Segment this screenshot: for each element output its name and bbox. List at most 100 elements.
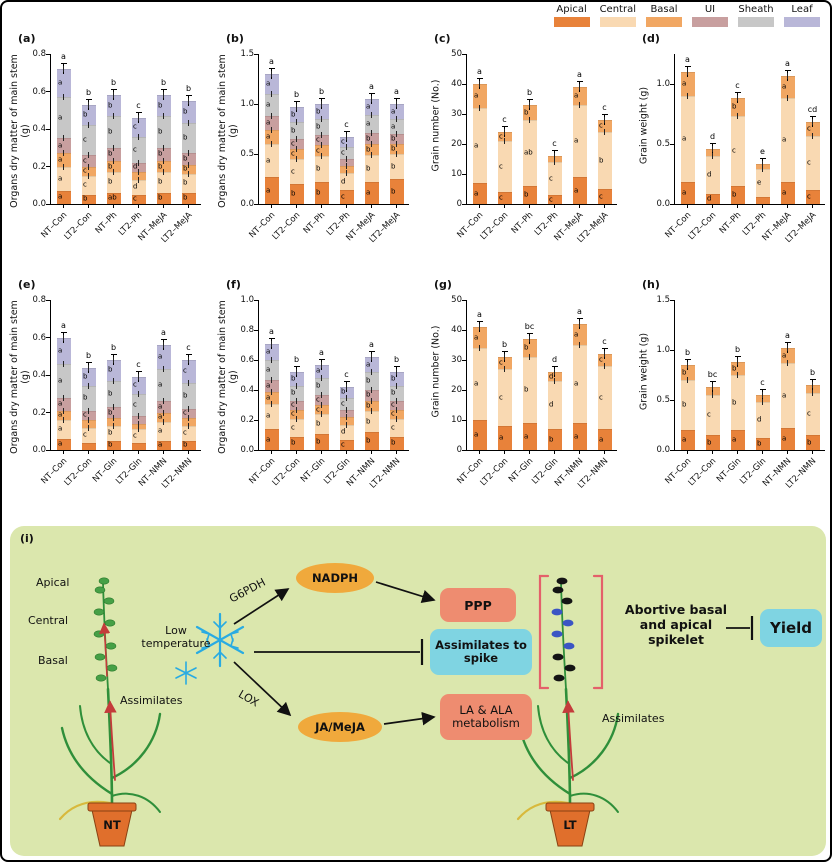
segment-central: c [289,156,304,184]
error-bar [684,66,691,68]
error-bar [271,127,272,133]
sig-letter: c [807,409,811,418]
error-bar [296,415,297,422]
segment-apical: a [472,420,487,450]
error-bar [737,95,738,102]
error-bar [479,345,480,351]
error-bar [396,131,397,137]
sig-letter: a [474,333,479,341]
sig-letter: a [266,411,271,420]
sig-letter: c [391,423,395,431]
error-bar [709,381,716,382]
segment-central: d [705,153,720,195]
y-tick-mark [670,203,674,205]
sig-letter-top: a [577,307,582,316]
error-bar [687,362,688,368]
error-bar [318,98,325,99]
segment-basal [181,415,196,426]
sig-letter: c [183,408,187,417]
sig-letter: c [291,139,295,148]
x-tick-mark [686,204,688,208]
error-bar [188,97,189,104]
sig-letter-top: a [785,58,790,68]
error-bar [296,369,297,375]
error-bar [185,354,192,355]
sig-letter: c [341,192,345,201]
y-tick-label: 1.5 [240,49,254,59]
sig-letter-top: a [161,328,166,337]
sig-letter: b [183,391,188,400]
sig-letter: c [499,193,503,202]
panel-label-g: (g) [434,278,452,291]
legend-item-apical: Apical [553,4,590,27]
error-bar [110,89,117,91]
y-tick-label: 0.5 [656,139,670,149]
error-bar [526,333,533,334]
error-bar [396,397,397,404]
segment-basal: a [264,388,279,404]
sig-letter: a [266,435,271,443]
error-bar [346,144,347,150]
segment-sheath: a [264,357,279,380]
error-bar [188,150,189,157]
sig-letter: b [524,108,529,116]
error-bar [784,69,791,71]
error-bar [135,370,142,372]
sig-letter: c [133,380,137,389]
sig-letter: b [158,162,163,170]
y-tick-label: 0.5 [240,149,254,159]
sig-letter: a [266,186,271,194]
y-tick-label: 0.0 [656,445,670,455]
error-bar [529,354,530,360]
error-bar [368,351,375,352]
segment-central: d [547,378,562,429]
error-bar [712,392,713,398]
sig-letter: b [158,127,163,136]
mechanism-diagram-panel: (i) [10,526,826,856]
error-bar [687,377,688,383]
sig-letter: a [682,134,687,143]
sig-letter-top: e [760,147,765,157]
error-bar [476,78,483,79]
x-tick-mark [711,204,713,208]
segment-sheath: a [56,360,71,398]
error-bar [113,403,114,410]
segment-central: a [572,102,587,177]
lt-pot-label: LT [563,818,577,832]
sig-letter: a [158,412,163,421]
sig-letter: a [158,426,163,435]
sig-letter: a [58,424,63,433]
sig-letter-top: a [319,347,324,357]
error-bar [604,117,605,123]
sig-letter: a [366,360,371,368]
legend-swatch [599,17,636,27]
error-bar [296,136,297,142]
y-tick-label: 0.2 [240,415,254,425]
error-bar [88,424,89,431]
sig-letter: b [108,408,113,416]
error-bar [579,321,580,327]
sig-letter: b [83,110,88,119]
y-tick-label: 0.0 [32,445,46,455]
sig-letter: a [782,351,787,359]
sig-letter: a [599,435,604,443]
error-bar [160,89,167,91]
error-bar [296,406,297,413]
sig-letter: d [707,194,712,203]
segment-apical: b [705,435,720,450]
sig-letter: a [366,188,371,197]
sig-letter: b [158,193,163,202]
error-bar [271,113,272,119]
error-bar [60,331,67,333]
sig-letter: a [266,132,271,141]
snowflake-icon [175,612,245,685]
error-bar [371,152,372,158]
error-bar [163,418,164,425]
segment-ui [339,156,354,166]
error-bar [88,383,89,390]
